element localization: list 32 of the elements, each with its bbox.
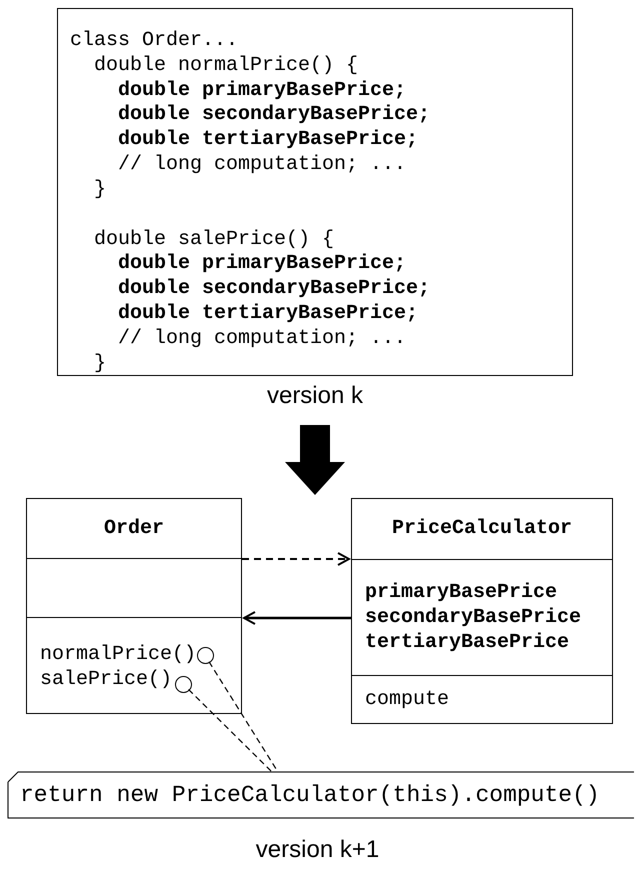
method-name: compute [365,686,450,712]
class-name: PriceCalculator [392,516,572,542]
code-box [57,8,573,376]
code-line: } [94,178,106,203]
code-line: double tertiaryBasePrice; [118,128,418,153]
code-line: class Order... [70,29,238,54]
code-text: return new PriceCalculator(this).compute() [20,780,600,810]
connector-line [208,661,278,772]
version-label: version k [266,381,364,411]
method-name: salePrice() [40,667,172,692]
code-line: // long computation; ... [118,326,406,352]
code-line: double tertiaryBasePrice; [118,302,418,327]
attribute-name: tertiaryBasePrice [365,630,570,655]
method-name: normalPrice() [40,642,196,667]
code-line: double primaryBasePrice; [118,252,406,278]
arrow [243,611,351,625]
class-box [26,498,242,714]
code-line: double salePrice() { [94,228,334,252]
class-box [351,498,613,724]
code-line: double normalPrice() { [94,54,358,79]
class-name: Order [104,516,164,542]
code-line: double secondaryBasePrice; [118,277,430,302]
arrow [242,552,350,566]
note-box [8,772,634,818]
attribute-name: primaryBasePrice [365,580,558,605]
code-line: } [94,352,106,376]
version-label: version k+1 [256,835,380,865]
attribute-name: secondaryBasePrice [365,605,582,630]
code-line: double primaryBasePrice; [118,78,406,104]
code-line: // long computation; ... [118,152,406,178]
connector-line [188,689,272,772]
code-line: double secondaryBasePrice; [118,103,430,128]
